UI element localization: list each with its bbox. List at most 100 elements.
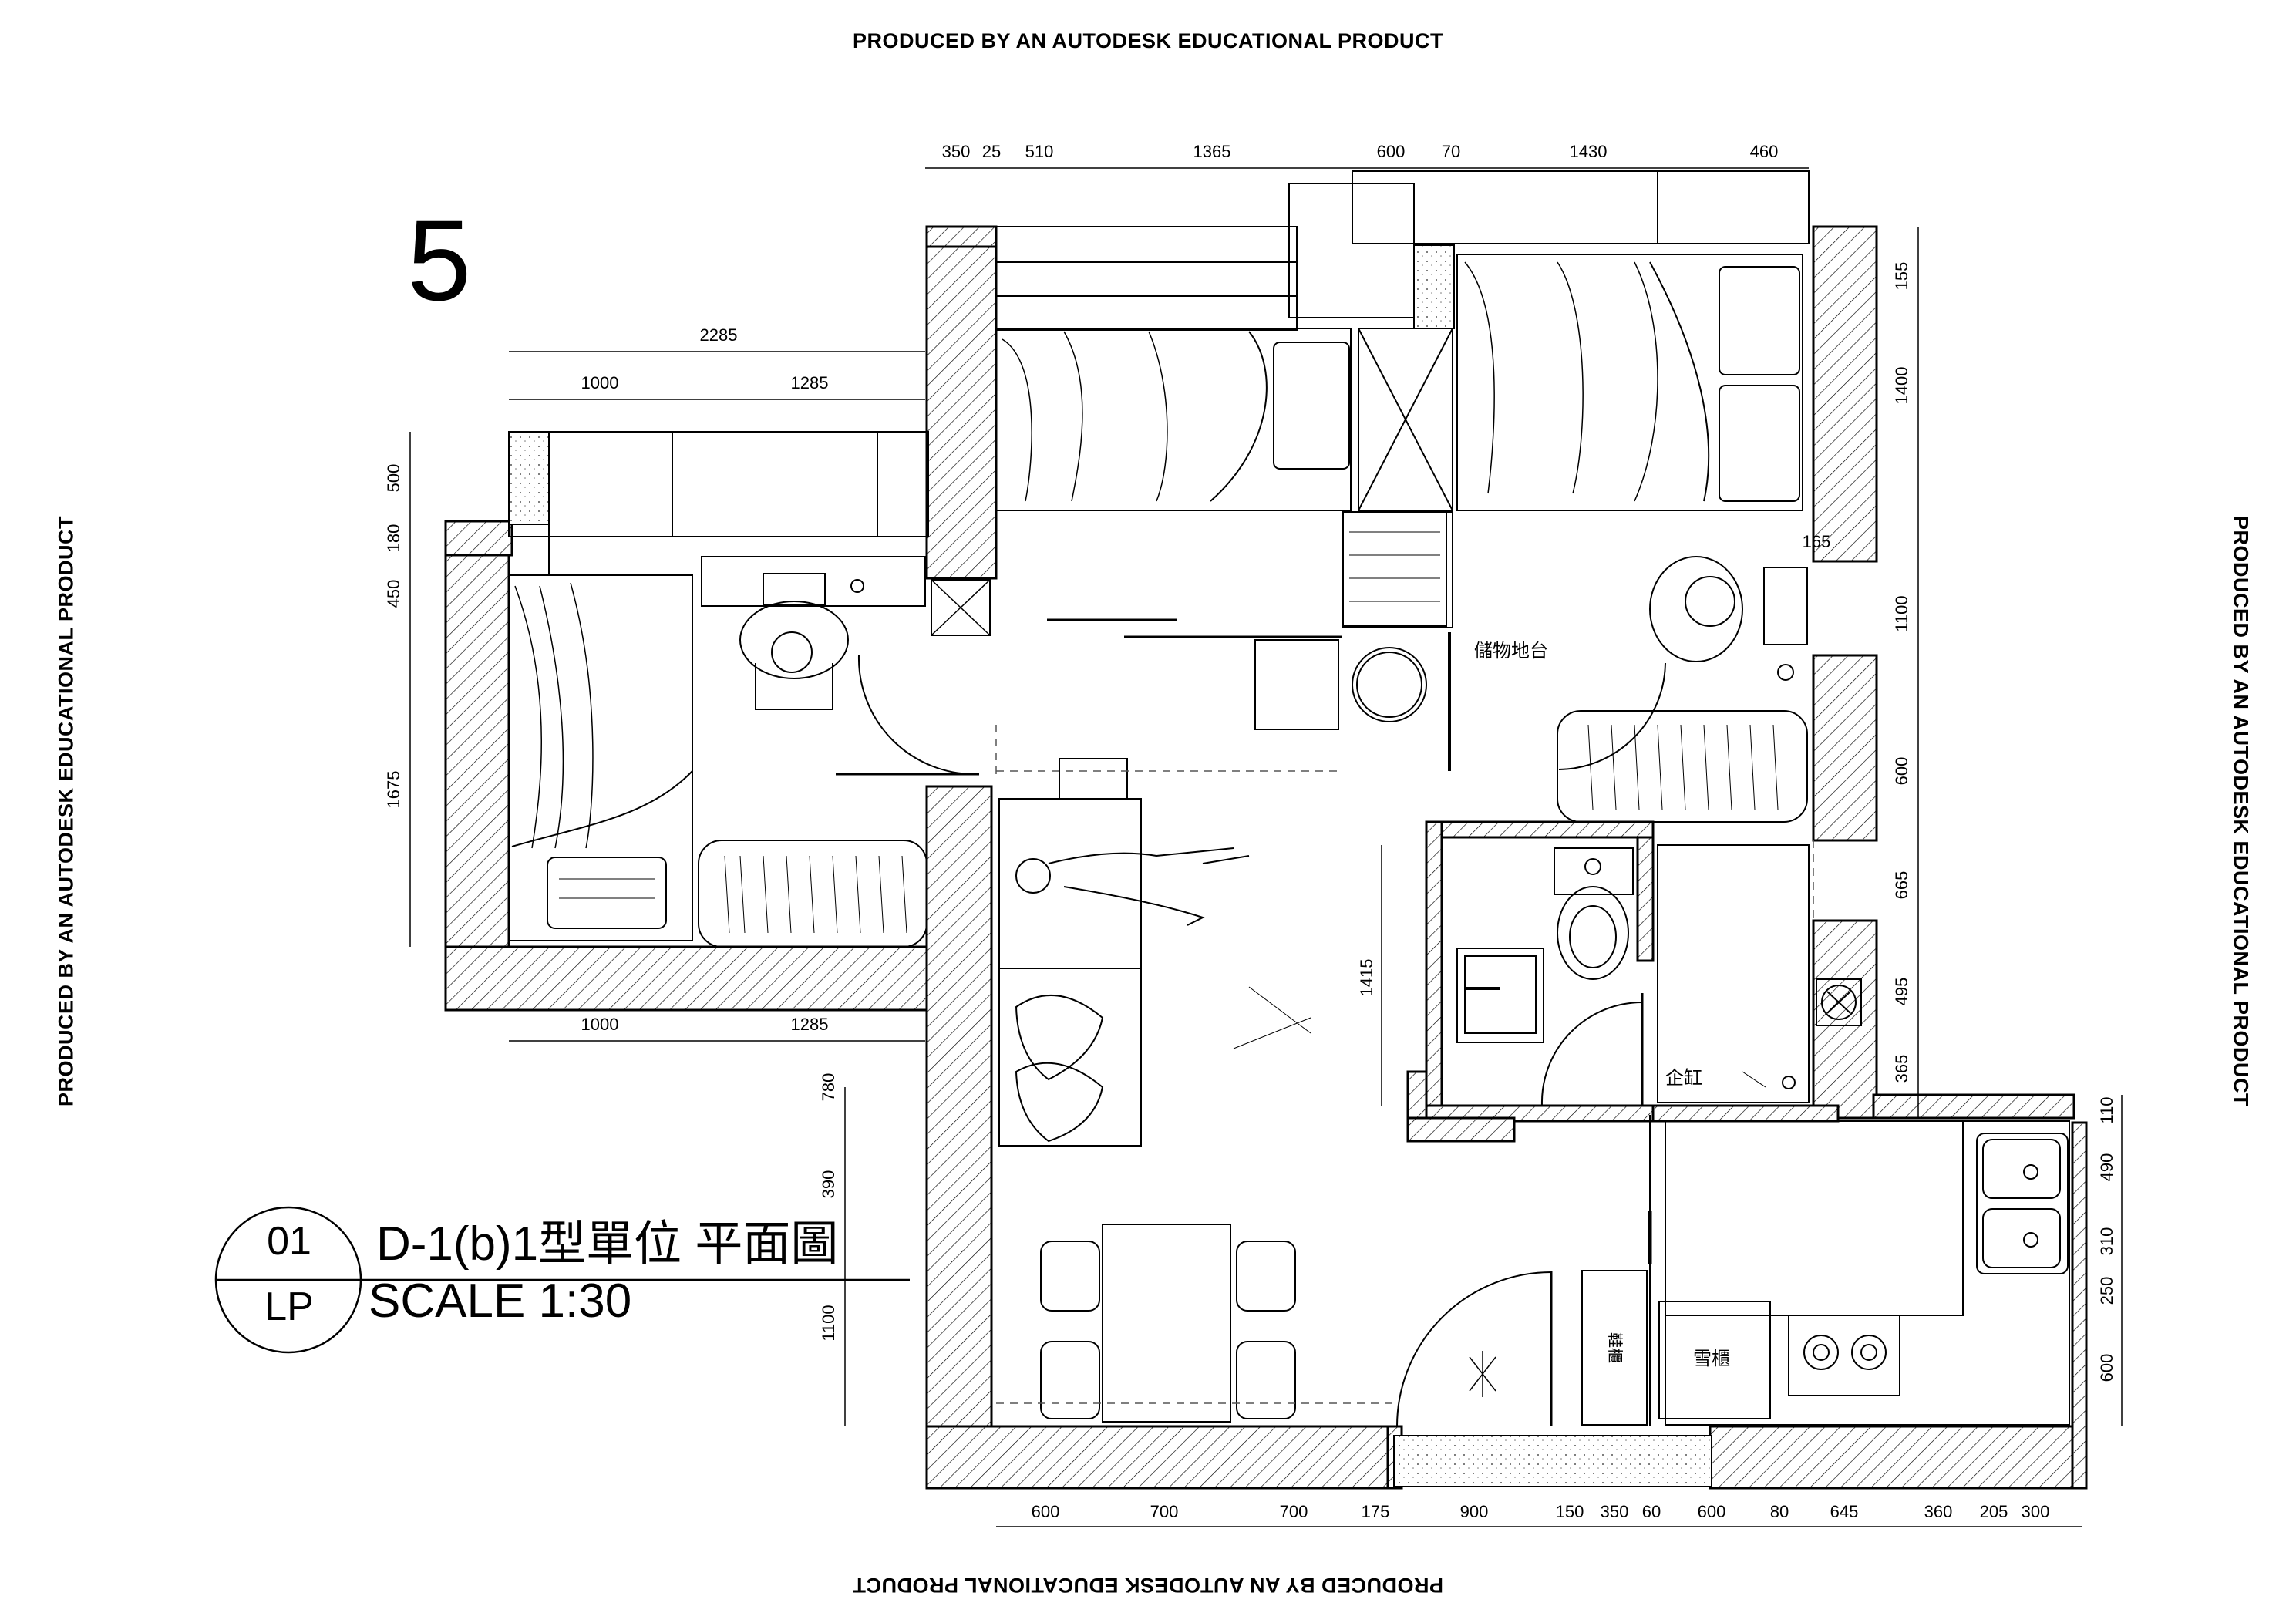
dim-left-3: 1675 [384,771,403,809]
dim-bed-2: 1285 [791,373,829,392]
dim-bottom-11: 360 [1924,1502,1953,1521]
wall-west-lower [925,785,993,1490]
dims-right-upper: 155 1400 165 1100 600 665 495 365 [1803,262,1911,1083]
wall-bedroom-north-cap [444,520,513,557]
dim-ll-1: 390 [819,1170,838,1199]
wall-kitchen-stub [1872,1093,2075,1120]
watermark-top: PRODUCED BY AN AUTODESK EDUCATIONAL PROD… [852,29,1444,52]
drawing-title: D-1(b)1型單位 平面圖 [376,1217,839,1271]
north-window-strip [995,170,1810,331]
dim-bottom-8: 600 [1698,1502,1726,1521]
pillow-top-right-1 [1719,266,1800,375]
dim-right-0: 155 [1892,262,1911,291]
bedroom-top-left [995,328,1453,730]
wall-bath-left [1425,820,1443,1123]
dim-right-6: 495 [1892,978,1911,1006]
closet-right [1557,710,1808,823]
dim-rl-4: 600 [2097,1354,2116,1382]
dim-bottom-10: 645 [1830,1502,1859,1521]
bed-left [508,574,693,941]
wall-east-kitchen [2071,1121,2088,1490]
dim-bottom-9: 80 [1770,1502,1789,1521]
dim-bottom-0: 600 [1032,1502,1060,1521]
dim-right-7: 365 [1892,1055,1911,1083]
dim-top-1: 25 [982,142,1001,161]
pillow-sofa-1 [1015,994,1104,1081]
dim-rl-2: 310 [2097,1227,2116,1256]
wall-north-cap-1 [925,225,998,248]
dim-right-4: 600 [1892,757,1911,786]
dimension-lines [409,167,2123,1527]
label-fridge: 雪櫃 [1693,1348,1730,1369]
wall-shower-bottom [1651,1104,1840,1123]
dim-ll-2: 1100 [819,1305,838,1341]
dim-top-0: 350 [942,142,971,161]
wall-south-right [1709,1425,2086,1490]
extractor [1816,978,1862,1026]
dims-bedroom: 2285 1000 1285 1000 1285 1415 [581,325,1376,1034]
dim-top-4: 600 [1377,142,1406,161]
dim-bottom-13: 300 [2022,1502,2050,1521]
bathroom [1456,844,1810,1106]
dims-bottom: 600 700 700 175 900 150 350 60 600 80 64… [1032,1502,2050,1521]
room-labels: 儲物地台 企缸 雪櫃 鞋櫃 [1474,640,1730,1369]
dim-bottom-1: 700 [1150,1502,1179,1521]
stove [1788,1315,1900,1396]
pillow-sofa-2 [1015,1062,1104,1143]
dim-rl-3: 250 [2097,1277,2116,1305]
unit-number: 5 [407,195,472,325]
kitchen [1648,978,2070,1426]
dims-top: 350 25 510 1365 600 70 1430 460 [942,142,1779,161]
shoe-cabinet [1581,1270,1648,1426]
basin [1456,948,1544,1043]
dim-bottom-5: 150 [1556,1502,1584,1521]
fridge [1658,1301,1771,1419]
dim-left-0: 500 [384,464,403,493]
dims-left-lower: 780 390 1100 [819,1073,838,1342]
living-room [836,655,1666,1427]
dim-top-7: 460 [1750,142,1779,161]
dim-bedb-1: 1285 [791,1015,829,1034]
dim-top-6: 1430 [1570,142,1608,161]
sofa [998,798,1142,1147]
dim-right-3: 1100 [1892,595,1911,631]
dim-bottom-7: 60 [1642,1502,1661,1521]
wall-south [925,1425,1395,1490]
dim-bed-1: 1000 [581,373,619,392]
wall-east-upper [1812,225,1878,563]
toilet-bowl [1557,886,1629,980]
dim-bath-0: 1415 [1357,959,1376,997]
wall-corridor-stub-2 [1406,1116,1516,1143]
bedroom-left [508,431,929,948]
dim-rl-1: 490 [2097,1153,2116,1182]
wall-bedroom-south [444,945,928,1012]
dim-bedb-0: 1000 [581,1015,619,1034]
dim-bottom-12: 205 [1980,1502,2008,1521]
dim-left-1: 180 [384,524,403,553]
dim-right-5: 665 [1892,871,1911,900]
dim-bottom-6: 350 [1601,1502,1629,1521]
sink [1976,1133,2069,1274]
closet-left [698,840,927,948]
dim-top-5: 70 [1442,142,1460,161]
dim-top-3: 1365 [1193,142,1231,161]
dim-ll-0: 780 [819,1073,838,1102]
sheet-code: LP [264,1285,314,1329]
wall-corridor-stub [1406,1070,1428,1120]
wall-bedroom-west [444,520,510,1012]
label-shower: 企缸 [1665,1067,1702,1089]
dim-right-2: 165 [1803,532,1831,551]
dim-rl-0: 110 [2097,1096,2116,1123]
dims-left: 500 180 450 1675 [384,464,403,809]
dim-bottom-3: 175 [1362,1502,1390,1521]
dashed-lines [995,725,1814,1404]
dim-right-1: 1400 [1892,367,1911,405]
dim-left-2: 450 [384,580,403,608]
dim-top-2: 510 [1025,142,1054,161]
wall-east-lower [1812,919,1878,1120]
entrance-threshold [1393,1435,1712,1487]
wall-bath-right [1636,836,1655,962]
pillow-top-left [1273,342,1350,470]
dims-right-lower: 110 490 310 250 600 [2097,1096,2116,1382]
